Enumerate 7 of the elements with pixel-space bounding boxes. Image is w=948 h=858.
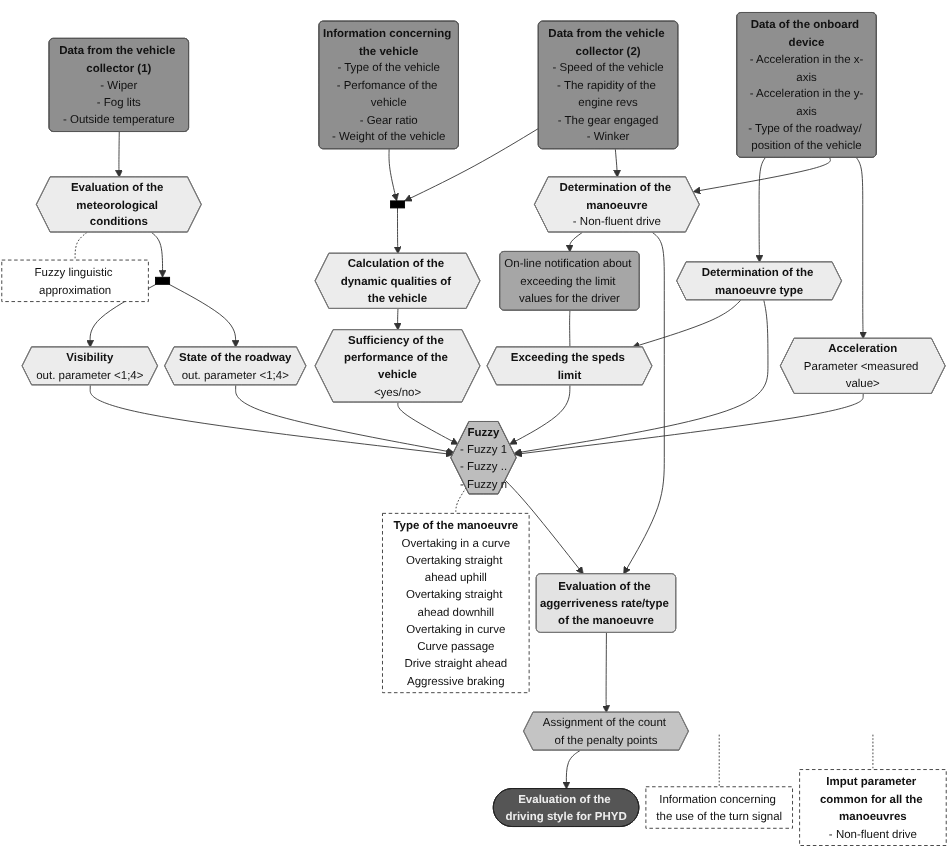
connector xyxy=(718,734,720,788)
node-bar xyxy=(390,200,405,209)
node-bar xyxy=(155,276,171,285)
connector xyxy=(74,232,88,261)
connector xyxy=(872,734,874,770)
connector xyxy=(569,310,571,348)
connector xyxy=(455,487,467,514)
